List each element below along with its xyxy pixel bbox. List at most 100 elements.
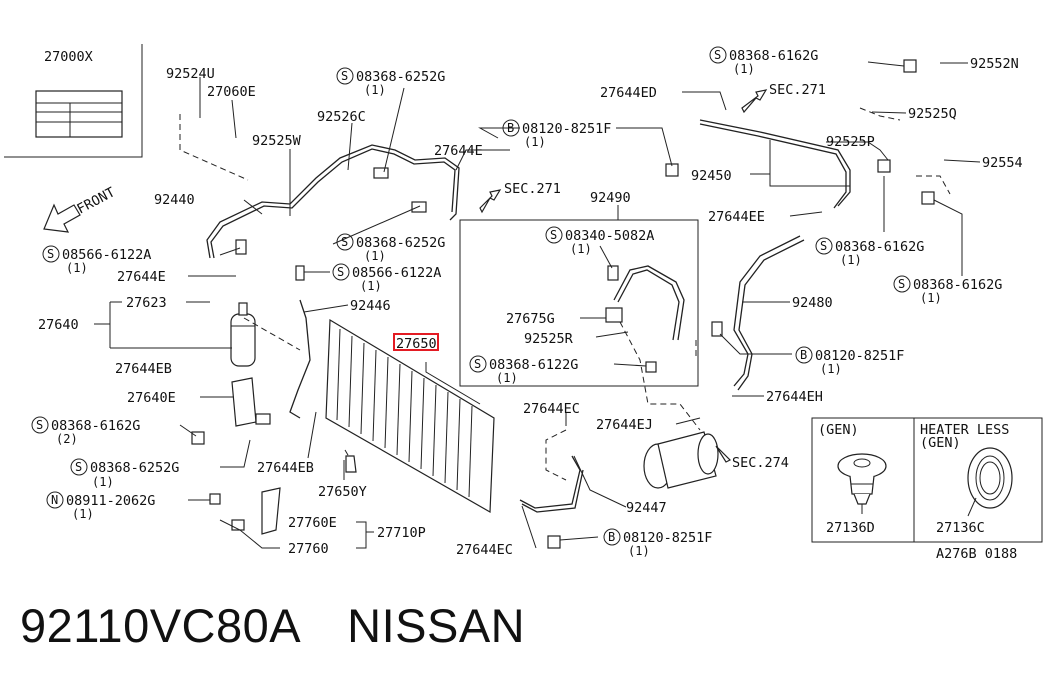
callout-92526c: 92526C xyxy=(317,109,366,125)
callout-code: 08368-6252G xyxy=(356,235,445,251)
prefix-b: B xyxy=(800,348,807,362)
callout-code: 08368-6162G xyxy=(835,239,924,255)
clip-27136d xyxy=(837,453,887,514)
callout-code: 08566-6122A xyxy=(62,247,151,263)
prefix-b: B xyxy=(608,530,615,544)
callout-92450: 92450 xyxy=(691,168,732,184)
callout-27640e: 27640E xyxy=(127,390,176,406)
callout-27644ed: 27644ED xyxy=(600,85,657,101)
callout-qty: (1) xyxy=(524,135,546,149)
prefix-b: B xyxy=(507,121,514,135)
callout-27644ee: 27644EE xyxy=(708,209,765,225)
callout-92490: 92490 xyxy=(590,190,631,206)
callout-qty: (1) xyxy=(92,475,114,489)
callout-08566-6122a-mid: S 08566-6122A (1) xyxy=(332,263,441,293)
inset-gen-title: (GEN) xyxy=(818,422,859,438)
sec-274: SEC.274 xyxy=(732,455,789,471)
callout-code: 08120-8251F xyxy=(522,121,611,137)
prefix-s: S xyxy=(36,418,43,432)
callout-27675g: 27675G xyxy=(506,311,555,327)
callout-27644e-left: 27644E xyxy=(117,269,166,285)
callout-27644eb-mid: 27644EB xyxy=(257,460,314,476)
compressor xyxy=(643,431,719,489)
front-arrow: FRONT xyxy=(43,184,118,233)
callout-08368-6162g-2: S 08368-6162G (2) xyxy=(31,416,140,446)
callout-qty: (1) xyxy=(66,261,88,275)
callout-08368-6252g-top: S 08368-6252G (1) xyxy=(336,67,445,97)
callout-08340-5082a: S 08340-5082A (1) xyxy=(545,226,654,256)
callout-08368-6122g: S 08368-6122G (1) xyxy=(469,355,578,385)
callout-27644ec-bottom: 27644EC xyxy=(456,542,513,558)
bolts xyxy=(191,59,935,549)
callout-qty: (1) xyxy=(920,291,942,305)
prefix-s: S xyxy=(898,277,905,291)
callout-92552n: 92552N xyxy=(970,56,1019,72)
callout-27644ej: 27644EJ xyxy=(596,417,653,433)
callout-27710p: 27710P xyxy=(377,525,426,541)
callout-27060e: 27060E xyxy=(207,84,256,100)
callout-qty: (1) xyxy=(364,249,386,263)
callout-code: 08368-6162G xyxy=(729,48,818,64)
callout-code: 08368-6252G xyxy=(356,69,445,85)
callout-labels: 92524U 27060E 92525W 92440 S 08566-6122A… xyxy=(31,46,1023,558)
callout-27760e: 27760E xyxy=(288,515,337,531)
inset-ref-code: A276B 0188 xyxy=(936,546,1017,562)
callout-92447: 92447 xyxy=(626,500,667,516)
callout-27760: 27760 xyxy=(288,541,329,557)
pipe-network xyxy=(179,59,951,549)
leader-lines xyxy=(94,61,981,549)
front-label: FRONT xyxy=(74,184,117,217)
prefix-s: S xyxy=(550,228,557,242)
callout-27644eh: 27644EH xyxy=(766,389,823,405)
callout-qty: (1) xyxy=(733,62,755,76)
prefix-s: S xyxy=(341,235,348,249)
prefix-s: S xyxy=(474,357,481,371)
callout-08368-6252g-mid: S 08368-6252G (1) xyxy=(336,233,445,263)
callout-qty: (1) xyxy=(72,507,94,521)
label-box-code: 27000X xyxy=(44,49,93,65)
grommet-27136c xyxy=(967,447,1013,509)
prefix-s: S xyxy=(337,265,344,279)
callout-code: 08340-5082A xyxy=(565,228,654,244)
callout-08566-6122a-left: S 08566-6122A (1) xyxy=(42,245,151,275)
prefix-n: N xyxy=(51,493,58,507)
callout-code: 08120-8251F xyxy=(815,348,904,364)
callout-92524u: 92524U xyxy=(166,66,215,82)
callout-code: 08120-8251F xyxy=(623,530,712,546)
prefix-s: S xyxy=(714,48,721,62)
inset-panel: (GEN) HEATER LESS (GEN) 27136D 27136C A2… xyxy=(811,417,1043,562)
callout-code: 08368-6162G xyxy=(51,418,140,434)
callout-08368-6162g-right1: S 08368-6162G (1) xyxy=(815,237,924,267)
condenser-fins xyxy=(336,328,473,498)
callout-92480: 92480 xyxy=(792,295,833,311)
callout-27650: 27650 xyxy=(396,336,437,352)
callout-27644e-mid: 27644E xyxy=(434,143,483,159)
callout-qty: (1) xyxy=(570,242,592,256)
callout-27650y: 27650Y xyxy=(318,484,367,500)
prefix-s: S xyxy=(820,239,827,253)
callout-08120-8251f-top: B 08120-8251F (1) xyxy=(502,119,611,149)
inset-heater-less-title: HEATER LESS xyxy=(920,422,1009,438)
callout-08368-6162g-top-right: S 08368-6162G (1) xyxy=(709,46,818,76)
callout-92554: 92554 xyxy=(982,155,1023,171)
inset-heater-less-sub: (GEN) xyxy=(920,435,961,451)
prefix-s: S xyxy=(341,69,348,83)
callout-qty: (1) xyxy=(820,362,842,376)
callout-92440: 92440 xyxy=(154,192,195,208)
caption-part-number: 92110VC80A xyxy=(20,599,302,652)
sec-271-mid: SEC.271 xyxy=(504,181,561,197)
inset-part-heater-less: 27136C xyxy=(936,520,985,536)
label-box-panel: 27000X xyxy=(4,44,143,158)
callout-27623: 27623 xyxy=(126,295,167,311)
callout-code: 08368-6252G xyxy=(90,460,179,476)
callout-code: 08911-2062G xyxy=(66,493,155,509)
callout-08120-8251f-bottom: B 08120-8251F (1) xyxy=(603,528,712,558)
callout-08368-6162g-right2: S 08368-6162G (1) xyxy=(893,275,1002,305)
callout-08368-6252g-bottom: S 08368-6252G (1) xyxy=(70,458,179,489)
callout-08120-8251f-mid: B 08120-8251F (1) xyxy=(795,346,904,376)
callout-qty: (1) xyxy=(364,83,386,97)
callout-qty: (1) xyxy=(628,544,650,558)
callout-qty: (1) xyxy=(360,279,382,293)
callout-08911-2062g: N 08911-2062G (1) xyxy=(46,491,155,521)
